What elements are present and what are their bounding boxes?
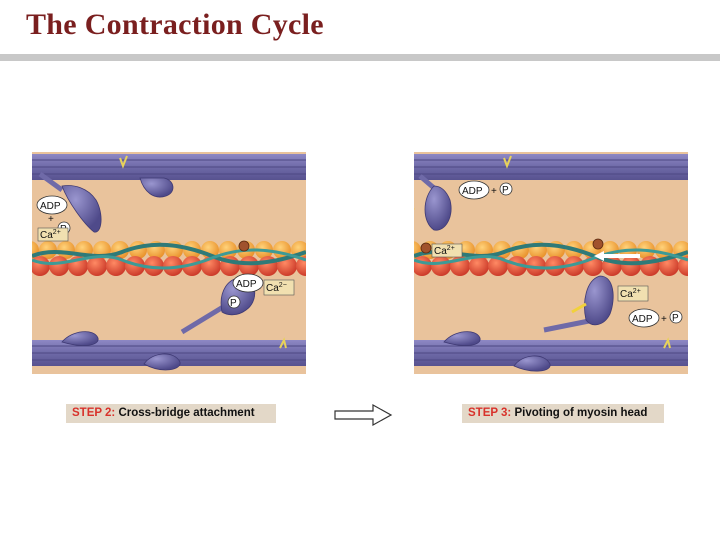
adp-label: ADP bbox=[462, 186, 483, 197]
thin-filament bbox=[32, 240, 306, 276]
plus-label: + bbox=[491, 186, 497, 197]
thick-filament-top bbox=[414, 154, 688, 180]
plus-label: + bbox=[661, 314, 667, 325]
phosphate-badge bbox=[227, 295, 241, 309]
adp-badge bbox=[232, 273, 264, 293]
adp-badge bbox=[458, 180, 490, 200]
myosin-head-icon bbox=[584, 275, 614, 326]
next-step-arrow-icon bbox=[333, 403, 395, 432]
pivot-arrow-icon bbox=[571, 302, 587, 314]
phosphate-label: P bbox=[502, 185, 509, 196]
tropomyosin-strand bbox=[32, 242, 306, 266]
troponin-icon bbox=[592, 238, 604, 250]
myosin-head-icon bbox=[61, 331, 99, 346]
troponin-icon bbox=[238, 240, 250, 252]
hinge-icon bbox=[119, 155, 128, 169]
slide-title: The Contraction Cycle bbox=[26, 8, 324, 41]
myosin-head-icon bbox=[513, 355, 551, 372]
phosphate-badge bbox=[669, 310, 683, 324]
myosin-head-icon bbox=[139, 177, 174, 198]
adp-label: ADP bbox=[632, 314, 653, 325]
calcium-label: Ca2+ bbox=[620, 288, 641, 300]
adp-badge bbox=[36, 195, 68, 215]
adp-label: ADP bbox=[40, 201, 61, 212]
phosphate-label: P bbox=[672, 313, 679, 324]
calcium-label: Ca2− bbox=[266, 282, 287, 294]
step3-caption-label: STEP 3: bbox=[468, 407, 512, 419]
step3-caption-text: Pivoting of myosin head bbox=[514, 407, 648, 419]
calcium-label: Ca2+ bbox=[434, 245, 455, 257]
step2-caption-label: STEP 2: bbox=[72, 407, 116, 419]
phosphate-badge bbox=[499, 182, 513, 196]
myosin-head-icon bbox=[143, 353, 181, 371]
phosphate-label: P bbox=[230, 298, 237, 309]
myosin-head-icon bbox=[443, 331, 481, 346]
step2-caption-text: Cross-bridge attachment bbox=[118, 407, 255, 419]
step2-caption: STEP 2: Cross-bridge attachment bbox=[66, 404, 276, 423]
plus-label: + bbox=[48, 214, 54, 225]
myosin-head-icon bbox=[424, 185, 452, 231]
thick-filament-top bbox=[32, 154, 306, 180]
troponin-icon bbox=[420, 242, 432, 254]
adp-label: ADP bbox=[236, 279, 257, 290]
myosin-head-icon bbox=[61, 185, 102, 233]
hinge-icon bbox=[503, 155, 512, 169]
step2-illustration: ADP + P bbox=[32, 152, 306, 374]
step3-caption: STEP 3: Pivoting of myosin head bbox=[462, 404, 664, 423]
step3-illustration: ADP + P bbox=[414, 152, 688, 374]
adp-badge bbox=[628, 308, 660, 328]
hinge-icon bbox=[663, 337, 671, 349]
calcium-label: Ca2+ bbox=[40, 229, 61, 241]
title-divider bbox=[0, 54, 720, 61]
hinge-icon bbox=[279, 337, 287, 349]
